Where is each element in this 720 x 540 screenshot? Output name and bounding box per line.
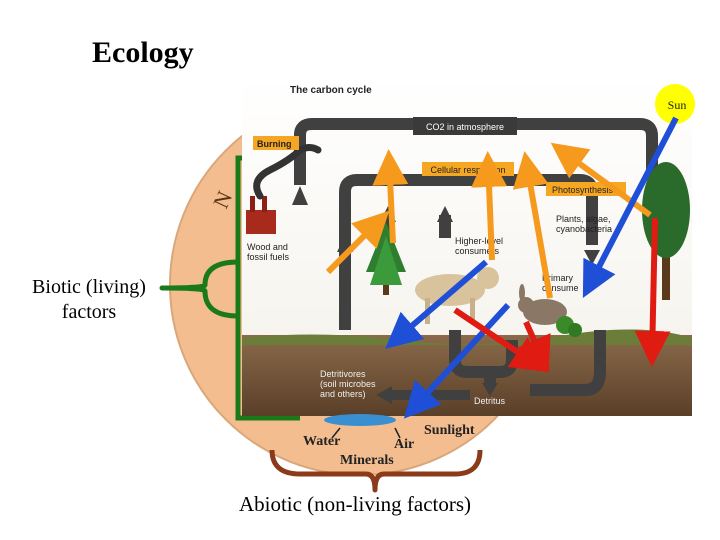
detritus-label: Detritus	[474, 396, 506, 406]
plants-label: Plants, algae, cyanobacteria	[556, 214, 613, 234]
blue-arrow-1	[385, 259, 488, 349]
red-arrows	[453, 217, 671, 374]
detritivores-label: Detritivores (soil microbes and others)	[320, 369, 378, 399]
co2-label: CO2 in atmosphere	[426, 122, 504, 132]
sunlight-label: Sunlight	[424, 423, 475, 438]
burning-label: Burning	[257, 139, 292, 149]
abiotic-brace	[269, 449, 483, 493]
respiration-label: Cellular respiration	[430, 165, 505, 175]
photosynthesis-label: Photosynthesis	[552, 185, 614, 195]
blue-arrows	[385, 116, 679, 419]
blue-arrow-3	[582, 116, 679, 298]
orange-arrow-2	[372, 149, 409, 244]
bush	[556, 316, 582, 337]
primary-consumers-label: Primary consume	[542, 273, 579, 293]
page-title: Ecology	[92, 36, 194, 69]
carbon-cycle-panel: The carbon cycle CO2 in atmosphere Burni…	[242, 76, 692, 416]
blue-arrow-2	[403, 302, 511, 419]
water-puddle	[324, 414, 396, 426]
orange-arrow-4	[512, 151, 553, 299]
higher-consumers-label: Higher-level consumers	[455, 236, 506, 256]
red-arrow-3	[634, 217, 671, 367]
minerals-label: Minerals	[340, 453, 394, 468]
sun-icon	[655, 84, 695, 124]
rabbit-illustration	[518, 284, 567, 325]
burning-label-box	[253, 136, 299, 150]
air-label: Air	[394, 437, 414, 452]
abiotic-label: Abiotic (non-living factors)	[238, 492, 472, 516]
orange-arrow-3	[471, 151, 508, 261]
wood-label: Wood and fossil fuels	[247, 242, 290, 262]
co2-label-box	[413, 117, 517, 135]
biotic-brace	[159, 259, 239, 319]
sun-label: Sun	[668, 98, 687, 112]
biotic-label: Biotic (living) factors	[32, 276, 146, 323]
factory-illustration	[246, 144, 322, 234]
water-label: Water	[303, 434, 340, 449]
red-arrow-2	[517, 320, 551, 374]
carbon-cycle-title: The carbon cycle	[290, 85, 372, 96]
orange-arrow-1	[325, 210, 390, 275]
